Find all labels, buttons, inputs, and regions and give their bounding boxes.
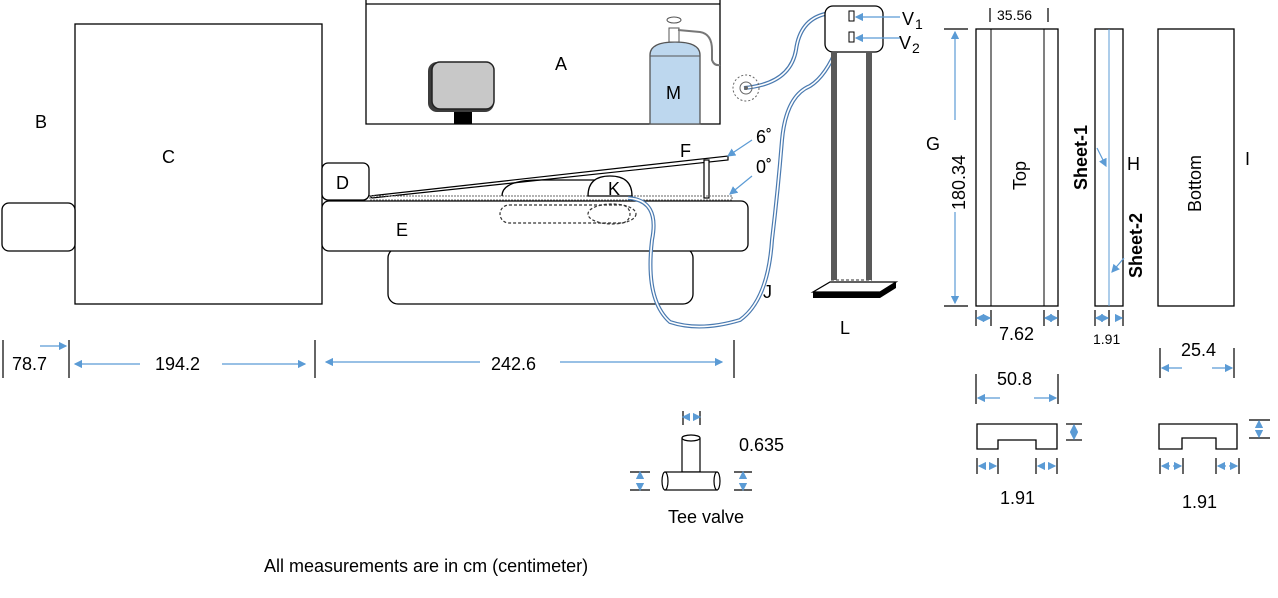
dim-191-right: 1.91: [1182, 492, 1217, 512]
label-k: K: [608, 179, 620, 199]
dim-508: 50.8: [997, 369, 1032, 389]
label-g: G: [926, 134, 940, 154]
dim-191-top: 1.91: [1093, 331, 1120, 347]
label-v2-sub: 2: [912, 40, 920, 56]
label-e: E: [396, 220, 408, 240]
panel-top-g: Top 35.56 180.34 G 7.62: [926, 7, 1059, 344]
panel-bottom-i: Bottom I 25.4: [1157, 28, 1250, 378]
angle-six: 6˚: [756, 127, 772, 147]
label-l: L: [840, 318, 850, 338]
dim-242: 242.6: [491, 354, 536, 374]
valve-stand: V 1 V 2: [824, 5, 923, 281]
dim-254: 25.4: [1181, 340, 1216, 360]
dim-78: 78.7: [12, 354, 47, 374]
label-a: A: [555, 54, 567, 74]
dim-762: 7.62: [999, 324, 1034, 344]
inclined-board-f: [368, 155, 729, 199]
dim-35: 35.56: [997, 7, 1032, 23]
bed-e: [321, 200, 749, 252]
cross-section-left: 50.8 1.91: [975, 369, 1082, 508]
label-b: B: [35, 112, 47, 132]
sheet1-label: Sheet-1: [1071, 125, 1091, 190]
label-f: F: [680, 141, 691, 161]
dim-0635: 0.635: [739, 435, 784, 455]
label-i: I: [1245, 149, 1250, 169]
label-h: H: [1127, 154, 1140, 174]
label-v1: V: [902, 9, 914, 29]
label-c: C: [162, 147, 175, 167]
head-block-d: [321, 162, 370, 201]
scale-base-icon: [810, 281, 899, 298]
sheet2-label: Sheet-2: [1126, 213, 1146, 278]
dim-194: 194.2: [155, 354, 200, 374]
dim-180: 180.34: [949, 155, 969, 210]
tubing-j: [627, 12, 840, 329]
dimension-row: 78.7 194.2 242.6: [2, 340, 735, 378]
bed-rear-extension: [1, 202, 76, 252]
angle-zero: 0˚: [756, 157, 772, 177]
scanner-gantry-c: [74, 23, 323, 305]
panel-bottom-label: Bottom: [1185, 155, 1205, 212]
label-j: J: [763, 282, 772, 302]
bed-base: [387, 247, 694, 305]
monitor-icon: [428, 61, 495, 124]
flat-board: [369, 195, 733, 201]
cross-section-right: 1.91: [1158, 419, 1270, 512]
gas-tank-icon: M: [649, 16, 721, 125]
label-d: D: [336, 173, 349, 193]
label-v2: V: [899, 33, 911, 53]
board-support: [703, 159, 710, 199]
subject-body: K: [499, 175, 637, 225]
panel-top-label: Top: [1010, 161, 1030, 190]
tee-valve-label: Tee valve: [668, 507, 744, 527]
tee-valve: 0.635 Tee valve: [630, 411, 784, 527]
footnote: All measurements are in cm (centimeter): [264, 556, 588, 576]
dim-191-left: 1.91: [1000, 488, 1035, 508]
label-m: M: [666, 83, 681, 103]
label-v1-sub: 1: [915, 16, 923, 32]
pressure-gauge-icon: [732, 74, 760, 102]
panel-sheets-h: Sheet-1 Sheet-2 H 1.91: [1071, 28, 1146, 347]
